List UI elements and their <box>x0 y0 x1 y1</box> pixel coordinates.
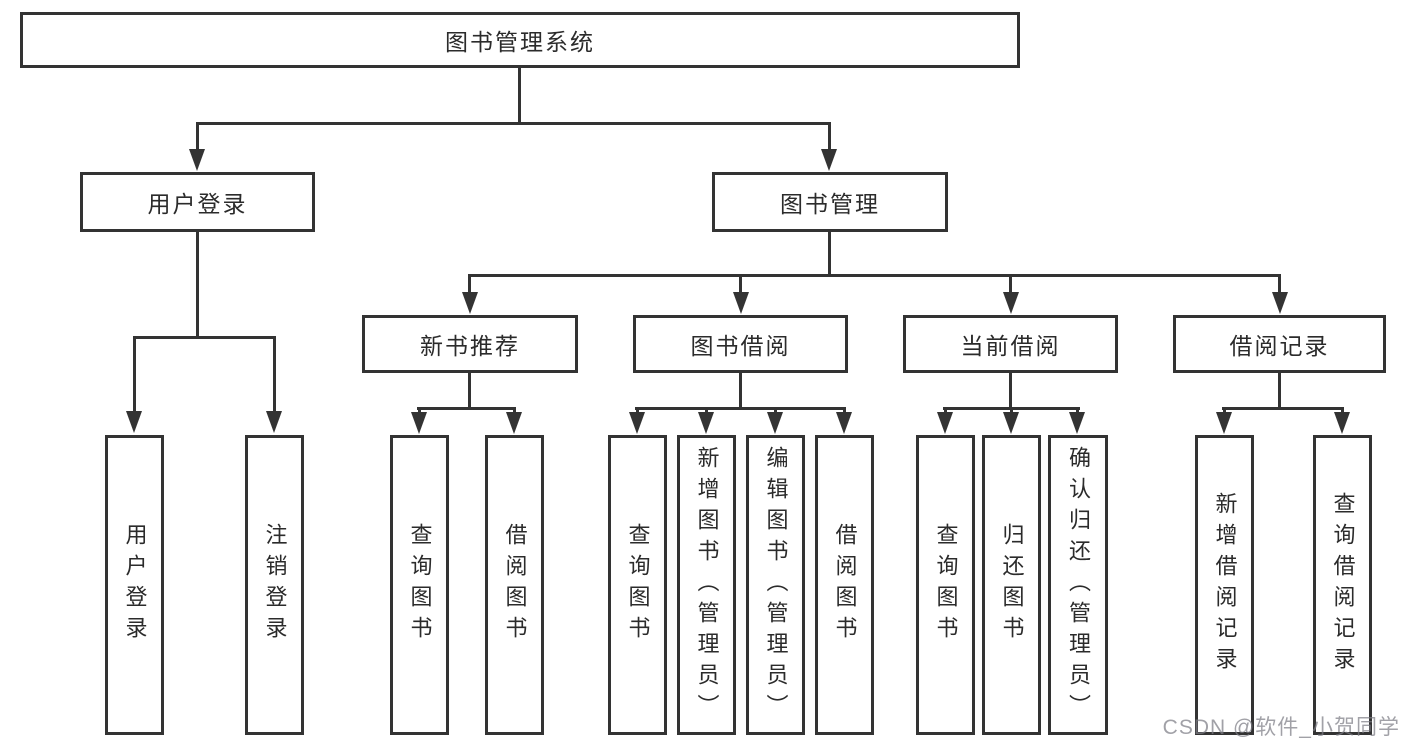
connector-arrowhead <box>462 292 478 314</box>
connector-arrowhead <box>1069 412 1085 434</box>
node-user-login: 用户登录 <box>80 172 315 232</box>
connector-arrowhead <box>698 412 714 434</box>
connector-rail <box>417 407 516 410</box>
connector-arrowhead <box>836 412 852 434</box>
node-current-borrow: 当前借阅 <box>903 315 1118 373</box>
connector-arrowhead <box>1003 412 1019 434</box>
connector-arrowhead <box>126 411 142 433</box>
connector-arrowhead <box>733 292 749 314</box>
connector-drop-leaf <box>774 407 777 414</box>
connector-arrowhead <box>506 412 522 434</box>
connector-arrowhead <box>1216 412 1232 434</box>
leaf-add-borrow-record: 新增借阅记录 <box>1195 435 1254 735</box>
node-book-management: 图书管理 <box>712 172 948 232</box>
connector-arrowhead <box>1334 412 1350 434</box>
connector-drop-leaf <box>513 407 516 414</box>
leaf-query-books-current: 查询图书 <box>916 435 975 735</box>
connector-book-management-stem <box>828 232 831 276</box>
connector-drop-leaf <box>705 407 708 414</box>
leaf-confirm-return-admin: 确认归还（管理员） <box>1048 435 1108 735</box>
leaf-edit-book-admin: 编辑图书（管理员） <box>746 435 805 735</box>
connector-drop-leaf <box>636 407 639 414</box>
connector-stem <box>1278 373 1281 410</box>
leaf-add-book-admin: 新增图书（管理员） <box>677 435 736 735</box>
connector-level1-rail <box>196 122 831 125</box>
leaf-borrow-books: 借阅图书 <box>815 435 874 735</box>
leaf-query-books-borrow: 查询图书 <box>608 435 667 735</box>
node-borrow-records: 借阅记录 <box>1173 315 1386 373</box>
node-root: 图书管理系统 <box>20 12 1020 68</box>
connector-drop-level3 <box>468 274 471 292</box>
connector-drop-level3 <box>739 274 742 292</box>
connector-rail <box>635 407 845 410</box>
connector-drop-book-management <box>828 122 831 150</box>
connector-arrowhead <box>1003 292 1019 314</box>
connector-stem <box>1009 373 1012 410</box>
connector-drop-leaf <box>1223 407 1226 414</box>
connector-level3-rail <box>468 274 1281 277</box>
connector-stem <box>468 373 471 410</box>
connector-drop-user-login <box>196 122 199 150</box>
connector-arrowhead <box>629 412 645 434</box>
connector-drop-level3 <box>1009 274 1012 292</box>
connector-user-login-rail <box>133 336 276 339</box>
connector-arrowhead <box>1272 292 1288 314</box>
connector-arrowhead <box>189 149 205 171</box>
connector-root-stem <box>518 68 521 122</box>
connector-drop-leaf <box>843 407 846 414</box>
leaf-return-books: 归还图书 <box>982 435 1041 735</box>
connector-drop-leaf <box>1341 407 1344 414</box>
connector-drop-leaf <box>1010 407 1013 414</box>
connector-user-login-stem <box>196 232 199 336</box>
leaf-query-borrow-record: 查询借阅记录 <box>1313 435 1372 735</box>
connector-arrowhead <box>821 149 837 171</box>
node-book-borrow: 图书借阅 <box>633 315 848 373</box>
leaf-user-login: 用户登录 <box>105 435 164 735</box>
node-new-book-recommend: 新书推荐 <box>362 315 578 373</box>
connector-drop-level3 <box>1278 274 1281 292</box>
connector-drop-leaf <box>1076 407 1079 414</box>
connector-drop-leaf <box>133 336 136 412</box>
connector-stem <box>739 373 742 410</box>
connector-arrowhead <box>937 412 953 434</box>
leaf-borrow-books-recommend: 借阅图书 <box>485 435 544 735</box>
connector-rail <box>1222 407 1343 410</box>
connector-drop-leaf <box>418 407 421 414</box>
connector-arrowhead <box>266 411 282 433</box>
connector-arrowhead <box>411 412 427 434</box>
csdn-watermark: CSDN @软件_小贺同学 <box>1162 716 1400 739</box>
connector-drop-leaf <box>944 407 947 414</box>
connector-arrowhead <box>767 412 783 434</box>
leaf-logout: 注销登录 <box>245 435 304 735</box>
connector-drop-leaf <box>273 336 276 412</box>
leaf-query-books-recommend: 查询图书 <box>390 435 449 735</box>
